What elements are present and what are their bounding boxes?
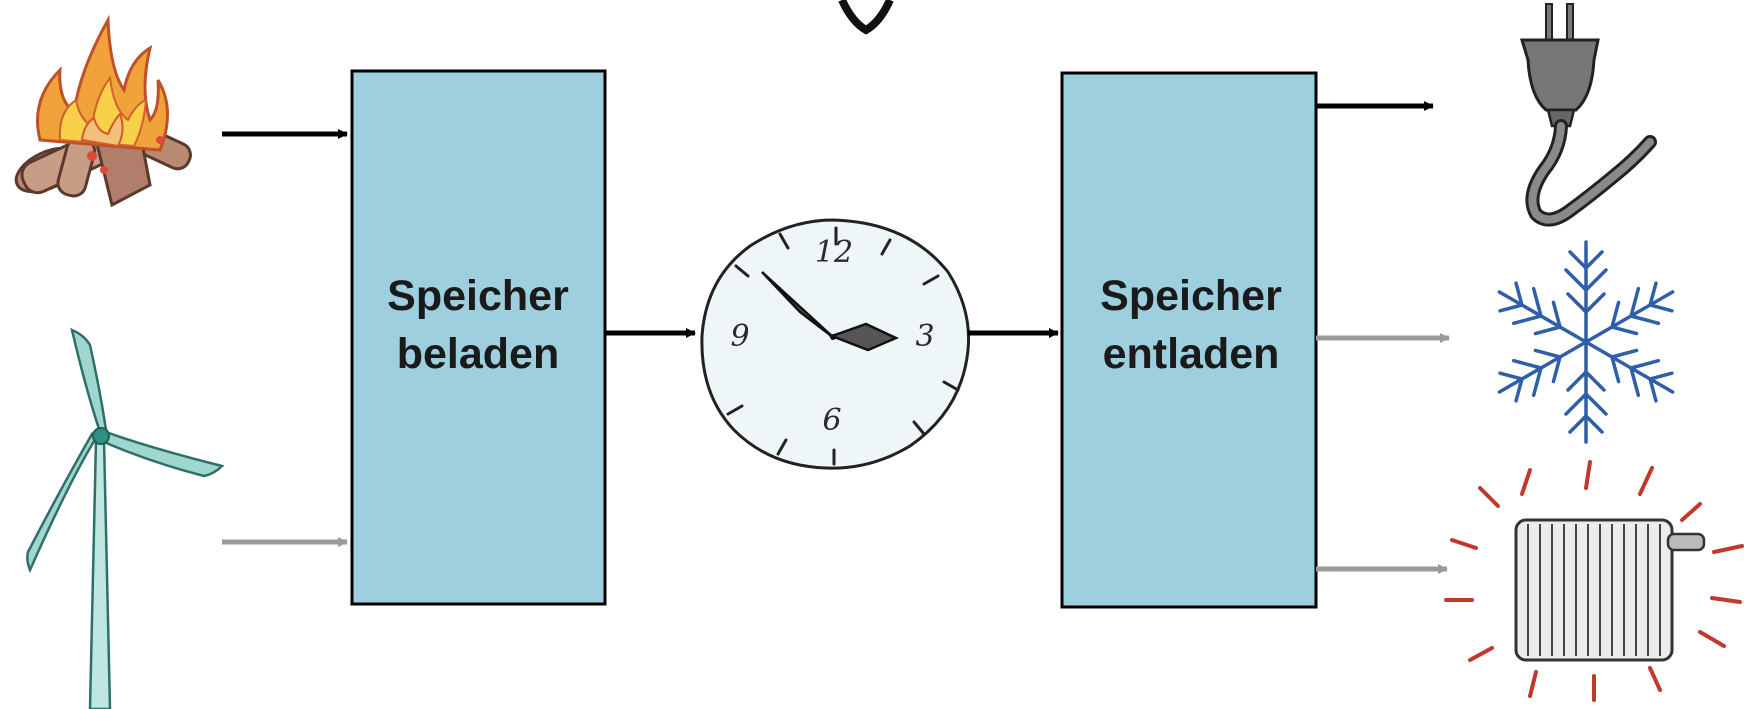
clock-number-6: 6: [822, 403, 841, 438]
clock-number-9: 9: [730, 319, 749, 354]
cropped-title-glyph: [838, 0, 894, 35]
power-plug-icon: [1519, 3, 1657, 227]
discharge-storage-box: Speicher entladen: [1060, 71, 1318, 609]
wind-turbine-icon: [26, 327, 225, 709]
clock-number-12: 12: [815, 235, 853, 270]
radiator-icon: [1444, 460, 1744, 702]
charge-box-label-line1: Speicher: [387, 272, 569, 320]
snowflake-icon: [1487, 240, 1685, 444]
charge-box-label-line2: beladen: [397, 330, 560, 378]
charge-storage-box: Speicher beladen: [350, 69, 607, 606]
discharge-box-label-line2: entladen: [1103, 330, 1280, 378]
fire-icon: [14, 14, 192, 208]
discharge-box-label-line1: Speicher: [1100, 272, 1282, 320]
clock-number-3: 3: [915, 319, 934, 354]
clock-icon: 12 3 6 9: [700, 218, 971, 470]
